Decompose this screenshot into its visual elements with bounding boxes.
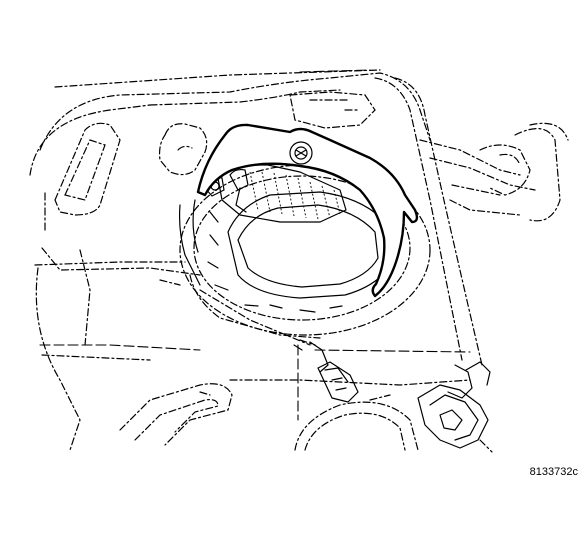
left-mounting-pad [54,122,121,216]
lower-opening [294,394,419,451]
upper-bracket [289,91,376,129]
pump-module-ring [178,164,431,339]
quick-connector-right [417,361,493,453]
section-lines [159,279,299,421]
lower-hose-nozzle [293,339,359,403]
small-boss [158,123,208,176]
lower-left-hose [119,383,233,446]
body-panel-outline [29,69,471,451]
lock-ring-tool [196,123,419,298]
fuel-line-right [374,77,569,366]
figure-code-label: 8133732c [529,466,578,478]
